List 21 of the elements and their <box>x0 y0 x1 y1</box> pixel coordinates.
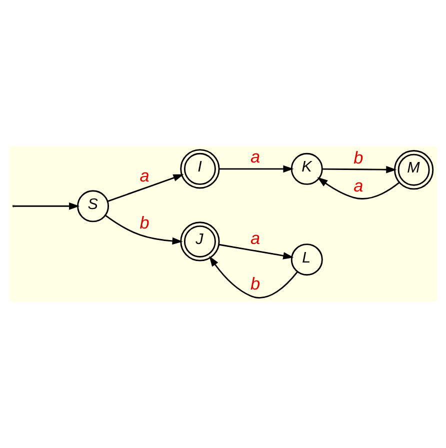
arrow <box>317 177 400 200</box>
edge-label: b <box>140 212 150 232</box>
arrow <box>107 174 184 202</box>
arrow <box>219 244 294 260</box>
node-circle: J <box>180 222 220 262</box>
node-circle: S <box>77 190 110 222</box>
arrow <box>322 166 397 174</box>
arrow <box>14 202 80 210</box>
node-circle: L <box>290 244 323 276</box>
node-circle: K <box>290 152 323 185</box>
edge-label: a <box>354 175 364 196</box>
arrow <box>105 214 183 245</box>
node-circle: I <box>180 149 220 189</box>
arrow <box>209 256 298 298</box>
edge-label: b <box>354 148 364 168</box>
node-circle: M <box>394 150 434 190</box>
edge-label: a <box>140 166 150 186</box>
arrow <box>219 165 294 173</box>
edge-label: a <box>250 228 260 248</box>
edge-label: a <box>250 146 260 167</box>
edge-label: b <box>250 274 260 294</box>
